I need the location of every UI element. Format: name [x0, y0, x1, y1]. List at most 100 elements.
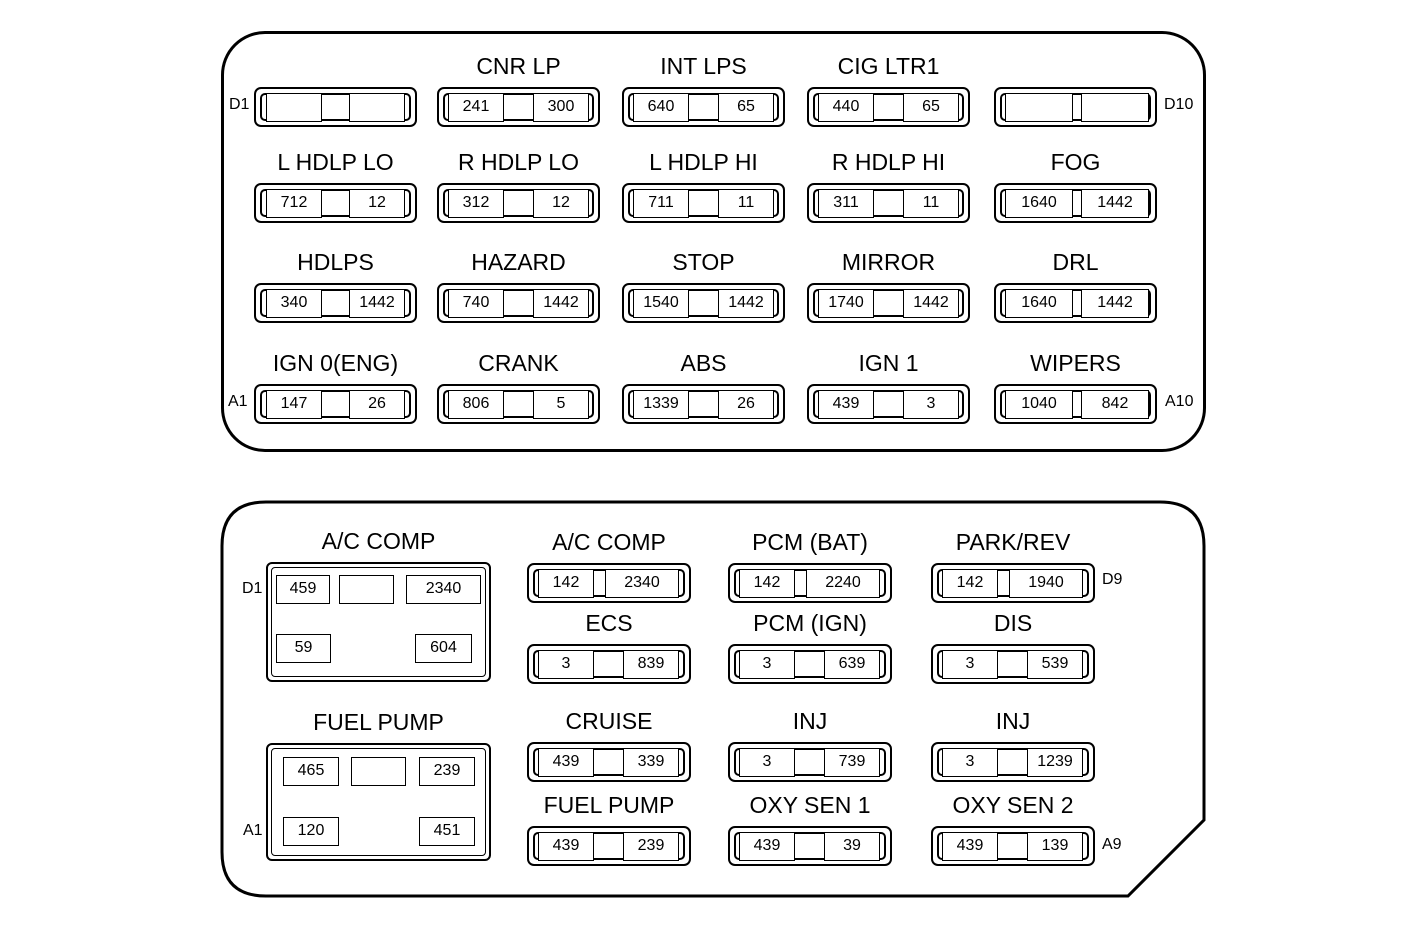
fuse-cell — [349, 93, 405, 122]
fuse-cell: 1239 — [1027, 748, 1083, 777]
fuse-holder-inner — [734, 832, 886, 860]
fuse-cell: 740 — [448, 289, 504, 318]
relay-holder-inner — [271, 748, 486, 856]
fuse-cell: 1640 — [1005, 289, 1073, 318]
fuse-holder-inner — [628, 93, 779, 121]
fuse-holder — [437, 183, 600, 223]
fuse-label: PCM (IGN) — [753, 610, 867, 636]
fuse-cell: 1442 — [903, 289, 959, 318]
fuse-cell: 312 — [448, 189, 504, 218]
fuse-holder — [728, 826, 892, 866]
fuse-cell: 806 — [448, 390, 504, 419]
fuse-holder — [931, 644, 1095, 684]
fuse-cell: 2240 — [806, 569, 880, 598]
fuse-cell: 3 — [739, 748, 795, 777]
fuse-holder — [527, 644, 691, 684]
fuse-holder — [622, 87, 785, 127]
fuse-cell — [266, 93, 322, 122]
fuse-holder-inner — [628, 189, 779, 217]
relay-label: A/C COMP — [321, 528, 436, 554]
fuse-holder — [437, 384, 600, 424]
fuse-cell: 3 — [942, 650, 998, 679]
fuse-label: STOP — [672, 249, 735, 275]
fuse-label: CRANK — [478, 350, 559, 376]
fuse-label: IGN 1 — [858, 350, 919, 376]
relay-cell — [339, 575, 394, 604]
pin-label-a1-bottom: A1 — [243, 822, 263, 839]
fuse-cell: 3 — [739, 650, 795, 679]
fuse-holder-inner — [628, 390, 779, 418]
fuse-cell: 1339 — [633, 390, 689, 419]
fuse-cell: 300 — [533, 93, 589, 122]
fuse-cell: 439 — [739, 832, 795, 861]
fuse-holder — [527, 742, 691, 782]
fuse-cell: 147 — [266, 390, 322, 419]
fuse-cell: 839 — [623, 650, 679, 679]
fuse-holder-inner — [443, 390, 594, 418]
fuse-holder-inner — [813, 93, 964, 121]
fuse-cell: 1040 — [1005, 390, 1073, 419]
fuse-holder-inner — [1000, 93, 1151, 121]
fuse-cell: 1740 — [818, 289, 874, 318]
fuse-holder — [728, 742, 892, 782]
fuse-cell: 339 — [623, 748, 679, 777]
fuse-label: OXY SEN 2 — [952, 792, 1074, 818]
relay-label: FUEL PUMP — [313, 709, 444, 735]
fuse-label: OXY SEN 1 — [749, 792, 871, 818]
fuse-cell: 712 — [266, 189, 322, 218]
fuse-cell: 3 — [903, 390, 959, 419]
fuse-holder — [994, 87, 1157, 127]
fuse-cell: 311 — [818, 189, 874, 218]
relay-cell: 120 — [283, 817, 339, 846]
fuse-label: L HDLP LO — [277, 149, 394, 175]
fuse-label: CNR LP — [476, 53, 561, 79]
fuse-cell: 1640 — [1005, 189, 1073, 218]
fuse-cell: 142 — [739, 569, 795, 598]
fuse-cell: 239 — [623, 832, 679, 861]
fuse-cell: 1442 — [1081, 289, 1149, 318]
fuse-label: DRL — [1052, 249, 1099, 275]
fuse-label: CRUISE — [565, 708, 653, 734]
fuse-cell: 39 — [824, 832, 880, 861]
fuse-holder-inner — [533, 832, 685, 860]
fuse-label: PARK/REV — [955, 529, 1071, 555]
fuse-cell: 439 — [942, 832, 998, 861]
fuse-cell: 711 — [633, 189, 689, 218]
fuse-holder-inner — [533, 748, 685, 776]
fuse-label: MIRROR — [841, 249, 936, 275]
fuse-label: INJ — [995, 708, 1031, 734]
relay-cell: 2340 — [406, 575, 481, 604]
relay-holder — [266, 562, 491, 682]
fuse-holder — [994, 384, 1157, 424]
fuse-holder-inner — [813, 289, 964, 317]
fuse-cell: 440 — [818, 93, 874, 122]
fuse-holder-inner — [813, 189, 964, 217]
pin-label-d1-bottom: D1 — [242, 580, 263, 597]
relay-holder — [266, 743, 491, 861]
fuse-holder-inner — [734, 748, 886, 776]
fuse-holder-inner — [260, 289, 411, 317]
fuse-holder — [994, 183, 1157, 223]
fuse-cell: 1540 — [633, 289, 689, 318]
fuse-cell: 65 — [903, 93, 959, 122]
fuse-cell: 26 — [349, 390, 405, 419]
fuse-label: CIG LTR1 — [837, 53, 940, 79]
fuse-holder-inner — [813, 390, 964, 418]
relay-cell: 604 — [415, 634, 472, 663]
pin-label-d9: D9 — [1102, 571, 1123, 588]
fuse-label: ECS — [585, 610, 633, 636]
relay-cell — [351, 757, 406, 786]
relay-cell: 59 — [276, 634, 331, 663]
fuse-cell: 2340 — [605, 569, 679, 598]
fuse-holder — [622, 283, 785, 323]
fuse-holder — [622, 183, 785, 223]
fuse-cell: 842 — [1081, 390, 1149, 419]
fuse-cell: 439 — [538, 832, 594, 861]
relay-cell: 451 — [419, 817, 475, 846]
fuse-label: IGN 0(ENG) — [272, 350, 399, 376]
fuse-holder-inner — [1000, 289, 1151, 317]
fuse-holder-inner — [1000, 390, 1151, 418]
pin-label-a10: A10 — [1165, 393, 1194, 410]
fuse-cell: 1442 — [718, 289, 774, 318]
